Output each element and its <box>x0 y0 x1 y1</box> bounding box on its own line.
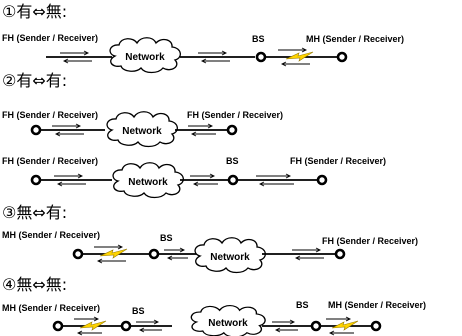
section-1-bs-node-icon <box>255 51 267 63</box>
section-4-mh-left-label: MH (Sender / Receiver) <box>2 303 100 313</box>
section-1-arrows-right <box>198 50 230 64</box>
section-4-mh-left-node-icon <box>52 320 64 332</box>
section-2-row-2-arrows-middle <box>190 173 218 187</box>
section-3-bs-node-icon <box>148 248 160 260</box>
section-4-heading: ④無⇔無: <box>2 275 67 294</box>
section-1-mh-label: MH (Sender / Receiver) <box>306 34 404 44</box>
section-3-bs-label: BS <box>160 233 173 243</box>
section-1-bs-label: BS <box>252 34 265 44</box>
section-3-fh-label: FH (Sender / Receiver) <box>322 236 418 246</box>
section-4-arrows-wireless-left <box>74 316 102 336</box>
section-2-row-1-right-fh-label: FH (Sender / Receiver) <box>187 110 283 120</box>
section-3-network-label: Network <box>210 252 250 263</box>
section-2-row-2-network-label: Network <box>128 177 168 188</box>
section-3-fh-node-icon <box>334 248 346 260</box>
section-1-mh-node-icon <box>336 51 348 63</box>
section-4-arrows-right <box>272 319 298 333</box>
section-2-row-2-right-node-icon <box>316 174 328 186</box>
section-1-network-label: Network <box>125 52 165 63</box>
section-2-row-2-arrows-right <box>256 173 294 187</box>
section-4-bs-left-node-icon <box>120 320 132 332</box>
section-1-arrows-wireless <box>278 47 310 67</box>
section-3-arrows-wireless <box>94 244 126 264</box>
section-4-wireless-bolt-left-icon <box>79 320 107 331</box>
section-4-mh-right-label: MH (Sender / Receiver) <box>328 300 426 310</box>
section-2-row-2-arrows-left <box>54 173 86 187</box>
section-4-mh-right-node-icon <box>370 320 382 332</box>
section-2-row-1-left-fh-label: FH (Sender / Receiver) <box>2 110 98 120</box>
section-2-row-2-left-node-icon <box>30 174 42 186</box>
section-4-arrows-left <box>136 319 162 333</box>
section-2-row-1-right-node-icon <box>226 124 238 136</box>
section-3-arrows-right <box>292 247 324 261</box>
section-2-heading: ②有⇔有: <box>2 71 67 90</box>
section-3-mh-label: MH (Sender / Receiver) <box>2 230 100 240</box>
section-3-heading: ③無⇔有: <box>2 203 67 222</box>
section-2-row-1-network-label: Network <box>122 126 162 137</box>
section-2-row-2-right-fh-label: FH (Sender / Receiver) <box>290 156 386 166</box>
section-3-mh-node-icon <box>72 248 84 260</box>
section-4-bs-left-label: BS <box>132 306 145 316</box>
section-4-bs-right-node-icon <box>310 320 322 332</box>
section-1-heading: ①有⇔無: <box>2 2 67 21</box>
section-1-fh-label: FH (Sender / Receiver) <box>2 33 98 43</box>
section-2-row-2-bs-label: BS <box>226 156 239 166</box>
section-2-row-2-left-fh-label: FH (Sender / Receiver) <box>2 156 98 166</box>
section-3-wireless-bolt-icon <box>99 248 128 259</box>
section-4-wireless-bolt-right-icon <box>331 320 359 331</box>
section-2-row-1-left-node-icon <box>30 124 42 136</box>
section-4-arrows-wireless-right <box>326 316 354 336</box>
section-4-network-label: Network <box>208 318 248 329</box>
section-4-bs-right-label: BS <box>296 300 309 310</box>
section-2-row-1-arrows-left <box>52 123 84 137</box>
section-1-arrows-left <box>60 50 92 64</box>
section-3-arrows-left <box>164 247 188 261</box>
section-1-wireless-bolt-icon <box>285 51 314 62</box>
section-2-row-1-arrows-right <box>188 123 216 137</box>
section-2-row-2-bs-node-icon <box>227 174 239 186</box>
